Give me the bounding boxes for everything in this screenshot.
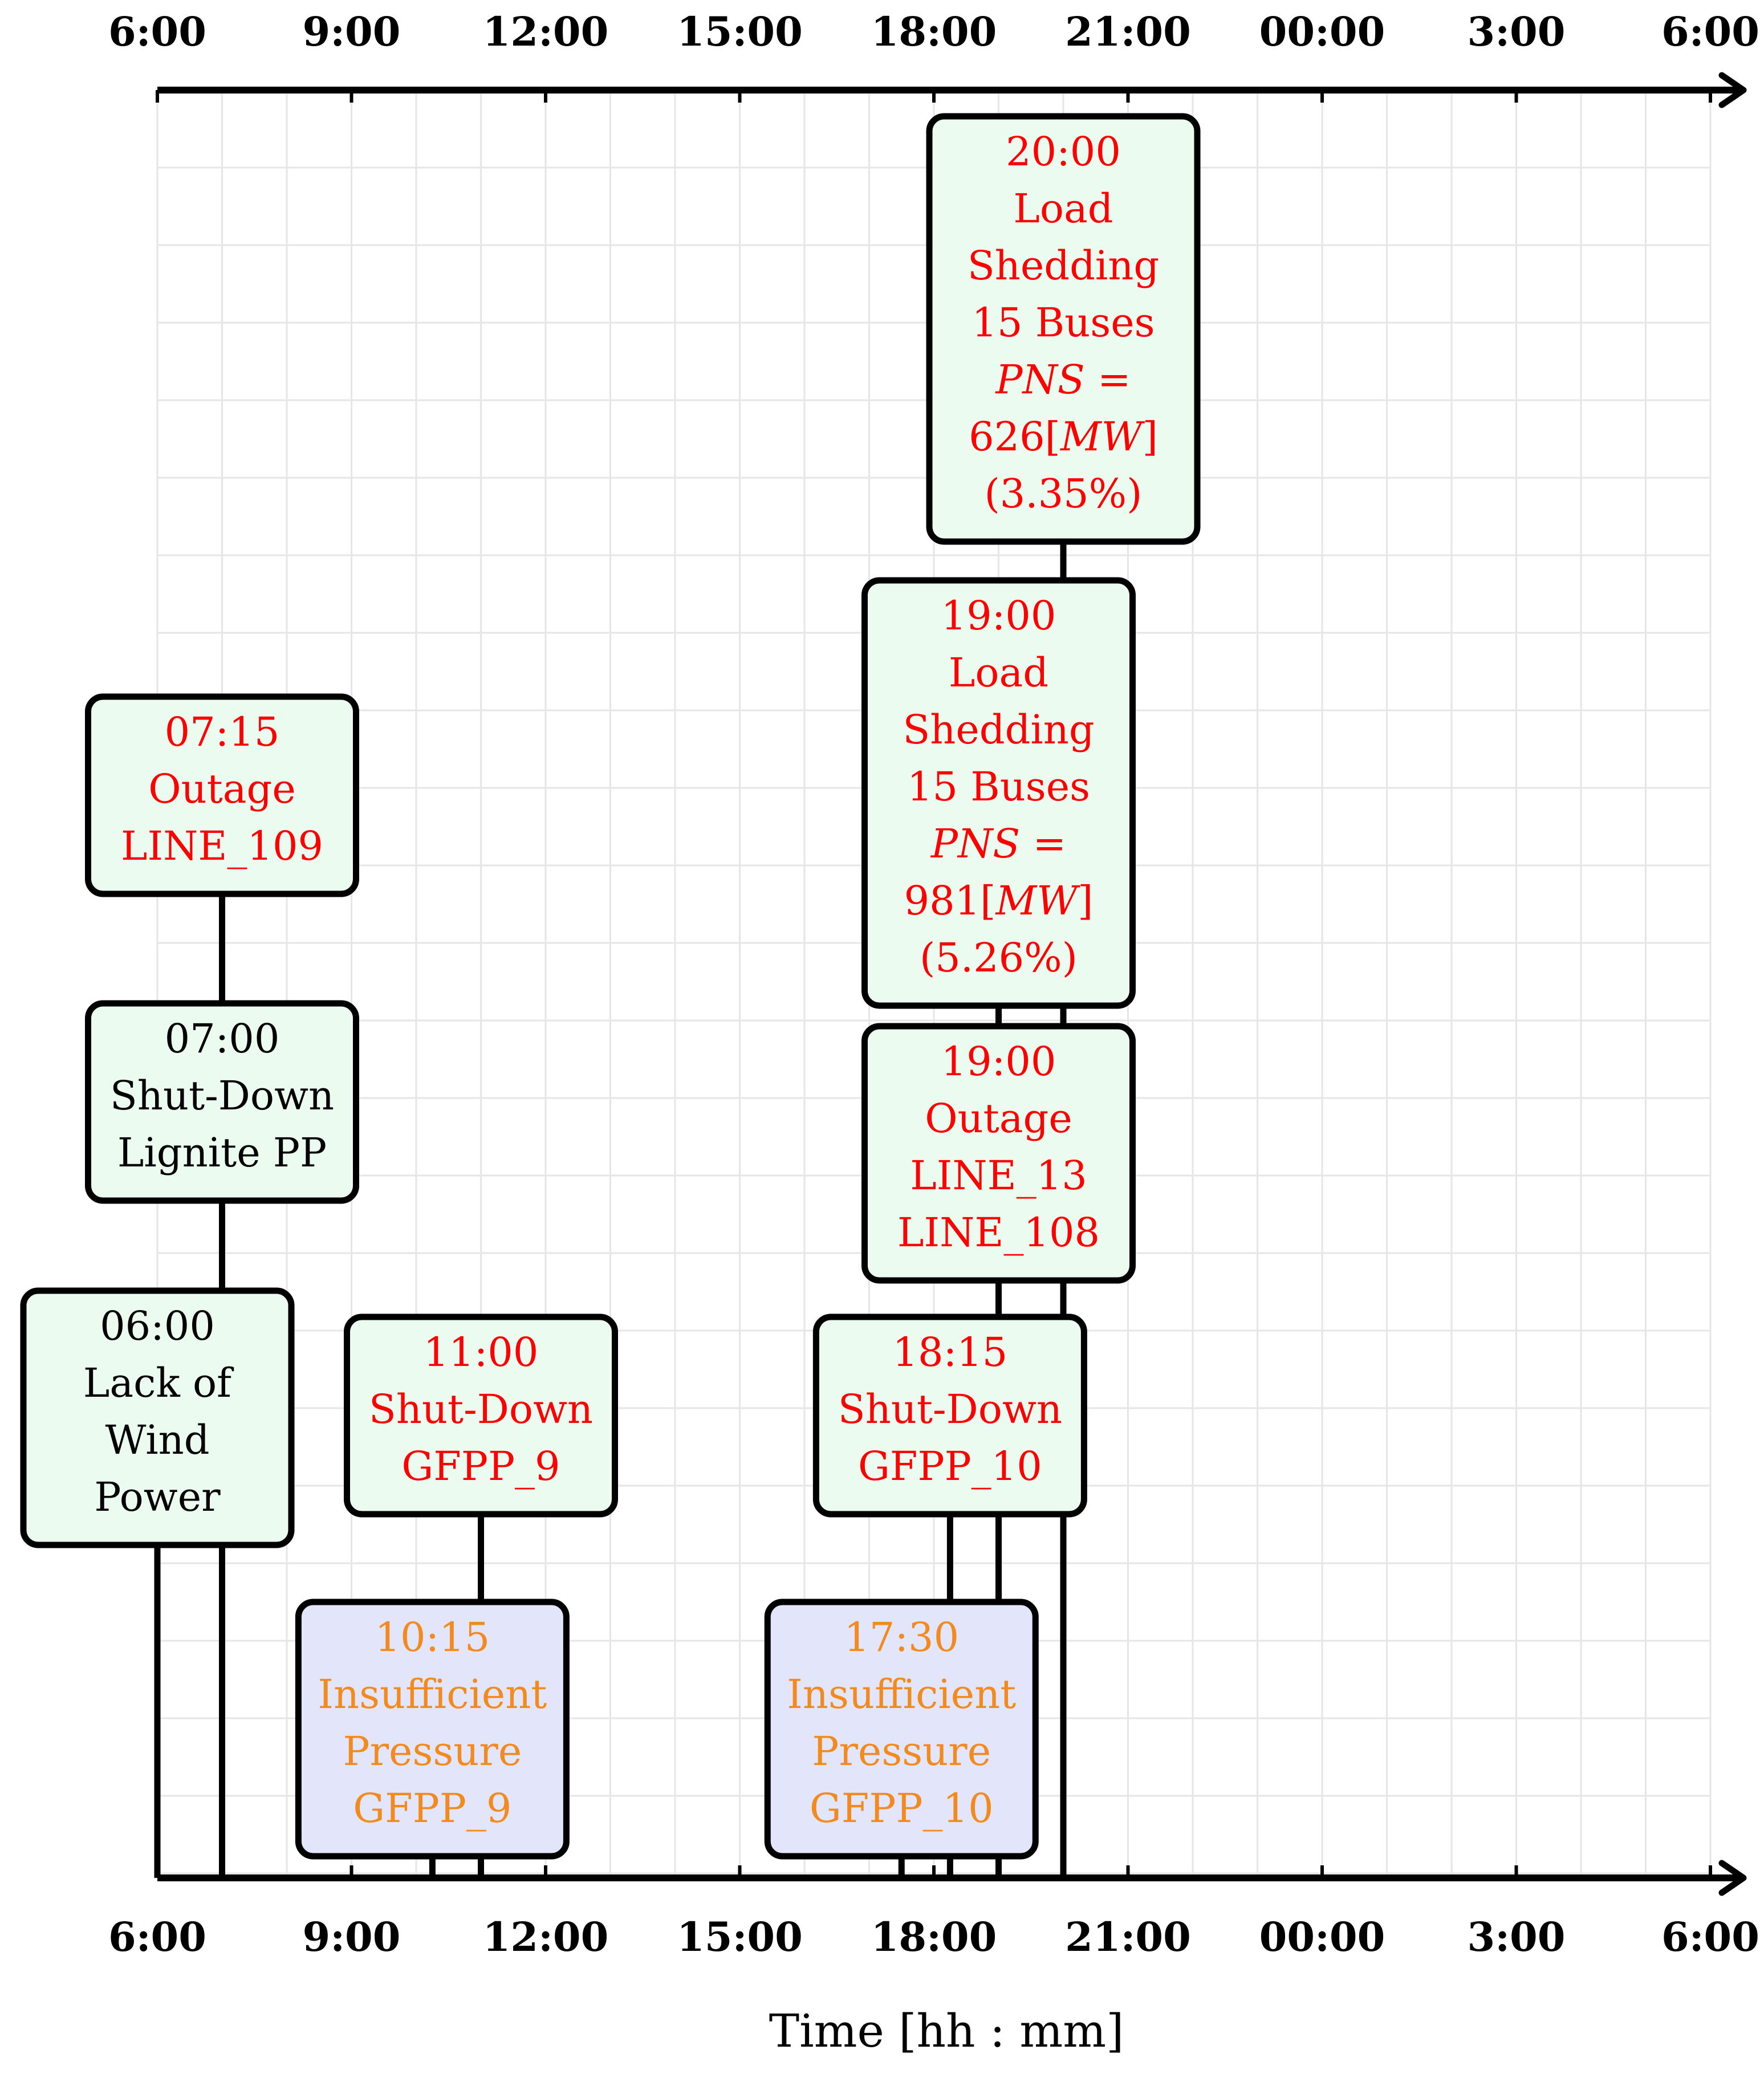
x-axis-label: Time [hh : mm] xyxy=(769,2004,1124,2057)
event-text-line: 06:00 xyxy=(100,1303,215,1349)
event-text-line: Load xyxy=(1013,185,1113,232)
event-text-line: 19:00 xyxy=(941,592,1056,639)
event-text-line: Power xyxy=(94,1474,221,1520)
bottom-tick-label: 15:00 xyxy=(677,1913,803,1961)
event-box-frame xyxy=(295,1599,570,1860)
event-text-line: Shedding xyxy=(968,242,1159,289)
event-text-line: 15 Buses xyxy=(907,763,1090,810)
event-text-line: 07:15 xyxy=(165,709,280,755)
bottom-tick-label: 6:00 xyxy=(1661,1913,1759,1961)
bottom-tick-label: 00:00 xyxy=(1259,1913,1385,1961)
event-text-line: 10:15 xyxy=(375,1614,490,1661)
event-text-line: (5.26%) xyxy=(920,934,1078,981)
event-text-line: 11:00 xyxy=(424,1329,539,1376)
event-text-line: LINE_13 xyxy=(910,1152,1087,1199)
event-text-line: Shedding xyxy=(903,706,1094,753)
event-text-line: Shut-Down xyxy=(838,1386,1062,1433)
event-text-line: 20:00 xyxy=(1006,128,1121,175)
event-box-frame xyxy=(344,1314,618,1518)
top-axis-arrow xyxy=(1718,72,1747,108)
event-text-line: GFPP_9 xyxy=(353,1785,511,1832)
event-box-frame xyxy=(861,1023,1136,1284)
top-tick-label: 6:00 xyxy=(108,8,206,55)
event-text-line: GFPP_10 xyxy=(858,1443,1042,1490)
top-tick-label: 21:00 xyxy=(1065,8,1191,55)
bottom-tick-label: 3:00 xyxy=(1468,1913,1566,1961)
event-text-line: Load xyxy=(949,649,1048,696)
event-box-frame xyxy=(85,693,359,897)
event-text-line: Lignite PP xyxy=(117,1129,327,1176)
event-text-line: (3.35%) xyxy=(985,470,1143,517)
top-tick-label: 00:00 xyxy=(1259,8,1385,55)
event-text-line: 07:00 xyxy=(165,1015,280,1062)
event-text-line: LINE_108 xyxy=(897,1209,1100,1256)
bottom-tick-label: 12:00 xyxy=(483,1913,609,1961)
event-text-line: 17:30 xyxy=(844,1614,959,1661)
event-text-line: PNS = xyxy=(930,820,1066,867)
event-box-frame xyxy=(85,1000,359,1204)
event-text-line: 15 Buses xyxy=(972,299,1155,346)
event-text-line: Wind xyxy=(105,1417,210,1463)
top-tick-label: 18:00 xyxy=(871,8,997,55)
event-text-line: Pressure xyxy=(343,1728,522,1775)
bottom-tick-label: 6:00 xyxy=(108,1913,206,1961)
top-tick-label: 9:00 xyxy=(303,8,401,55)
event-text-line: 626[MW] xyxy=(969,413,1158,460)
event-box-frame xyxy=(812,1314,1087,1518)
axes xyxy=(156,72,1747,1896)
bottom-tick-label: 9:00 xyxy=(303,1913,401,1961)
event-text-line: 18:15 xyxy=(893,1329,1008,1376)
axis-labels: 6:00 6:00 9:00 9:00 12:00 12:00 15:00 15:00 18:0… xyxy=(108,8,1759,2057)
bottom-tick-label: 21:00 xyxy=(1065,1913,1191,1961)
top-tick-label: 12:00 xyxy=(483,8,609,55)
event-text-line: Insufficient xyxy=(318,1671,547,1718)
event-box-frame xyxy=(926,113,1201,545)
top-tick-label: 6:00 xyxy=(1661,8,1759,55)
event-text-line: PNS = xyxy=(994,356,1131,403)
event-text-line: LINE_109 xyxy=(121,823,323,869)
event-text-line: 981[MW] xyxy=(904,877,1094,924)
event-text-line: GFPP_10 xyxy=(810,1785,994,1832)
top-tick-label: 3:00 xyxy=(1468,8,1566,55)
event-text-line: Lack of xyxy=(83,1360,234,1406)
event-text-line: Pressure xyxy=(812,1728,991,1775)
event-text-line: Outage xyxy=(925,1095,1072,1142)
event-box-frame xyxy=(861,577,1136,1009)
event-text-line: GFPP_9 xyxy=(401,1443,560,1490)
event-text-line: Insufficient xyxy=(787,1671,1016,1718)
event-text-line: Shut-Down xyxy=(110,1072,334,1119)
event-text-line: 19:00 xyxy=(941,1038,1056,1085)
event-text-line: Shut-Down xyxy=(369,1386,593,1433)
bottom-axis-arrow xyxy=(1718,1860,1747,1896)
event-box-frame xyxy=(20,1287,295,1548)
top-tick-label: 15:00 xyxy=(677,8,803,55)
event-box-frame xyxy=(764,1599,1039,1860)
event-text-line: Outage xyxy=(148,766,296,812)
bottom-tick-label: 18:00 xyxy=(871,1913,997,1961)
